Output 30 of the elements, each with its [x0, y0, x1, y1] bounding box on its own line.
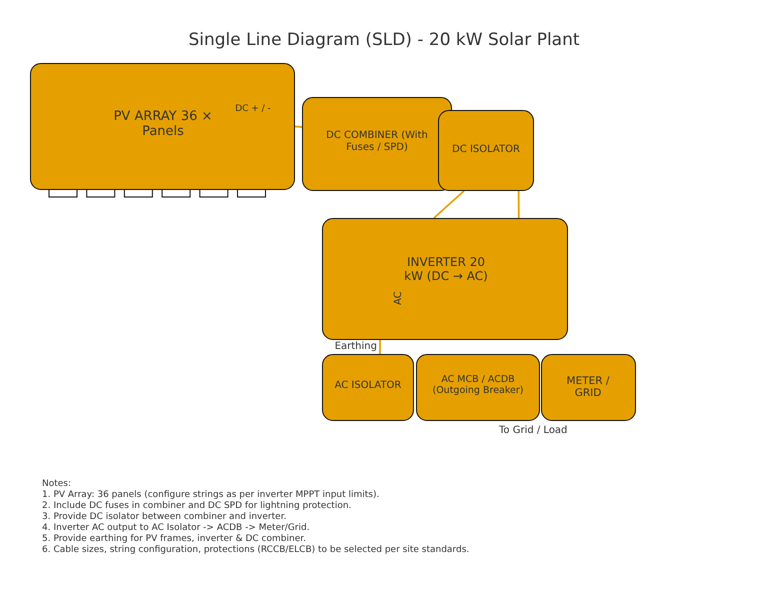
equipment-box — [438, 110, 534, 191]
equipment-label: DC ISOLATOR — [451, 144, 521, 156]
equipment-box — [416, 354, 540, 421]
note-text: 6. Cable sizes, string configuration, protections (RCCB/ELCB) to be selected per site standards. — [42, 546, 470, 556]
terminal-label: DC + / - — [234, 104, 272, 114]
edge-label: Earthing — [334, 341, 377, 353]
equipment-label: AC ISOLATOR — [334, 380, 402, 392]
output-label: To Grid / Load — [499, 425, 568, 436]
equipment-box — [322, 218, 568, 340]
equipment-label: AC MCB / ACDB (Outgoing Breaker) — [432, 375, 524, 397]
note-text: 3. Provide DC isolator between combiner and inverter. — [42, 513, 286, 523]
connector-line — [433, 190, 465, 219]
note-text: 1. PV Array: 36 panels (configure strings as per inverter MPPT input limits). — [42, 491, 380, 501]
connector-line — [518, 191, 520, 218]
equipment-box — [322, 354, 414, 421]
note-text: 2. Include DC fuses in combiner and DC SPD for lightning protection. — [42, 502, 352, 512]
note-text: 4. Inverter AC output to AC Isolator -> ACDB -> Meter/Grid. — [42, 524, 310, 534]
note-text: 5. Provide earthing for PV frames, inverter & DC combiner. — [42, 535, 306, 545]
equipment-label: METER / GRID — [566, 375, 610, 400]
equipment-label: INVERTER 20 kW (DC → AC) — [403, 256, 489, 284]
equipment-box — [541, 354, 636, 421]
equipment-label: DC COMBINER (With Fuses / SPD) — [325, 130, 429, 153]
rotated-label: AC — [393, 291, 404, 305]
equipment-label: PV ARRAY 36 × Panels — [112, 110, 214, 140]
connector-line — [294, 126, 302, 128]
equipment-box — [302, 97, 452, 191]
connector-line — [379, 340, 381, 354]
note-text: Notes: — [42, 480, 72, 490]
diagram-title: Single Line Diagram (SLD) - 20 kW Solar Plant — [187, 30, 581, 50]
equipment-box — [30, 63, 295, 190]
